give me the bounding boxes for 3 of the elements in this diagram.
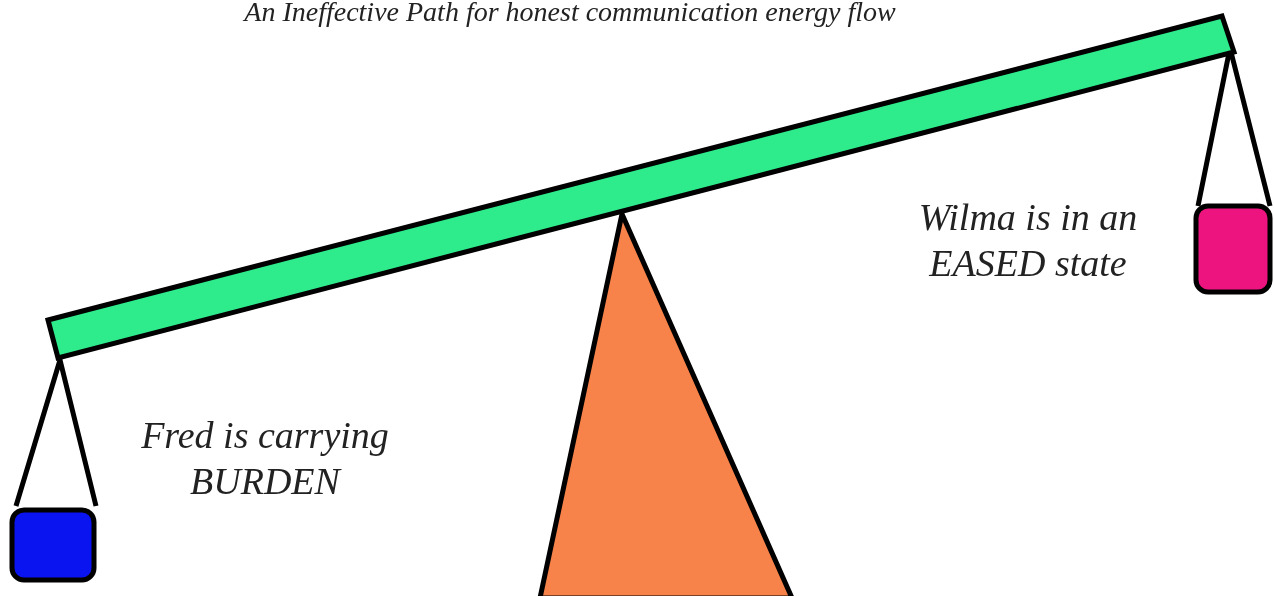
caption-text: Fred is carrying BURDEN [140, 413, 390, 504]
title: An Ineffective Path for honest communication energy flow [241, 0, 897, 28]
caption-text: Wilma is in an EASED state [917, 195, 1139, 286]
